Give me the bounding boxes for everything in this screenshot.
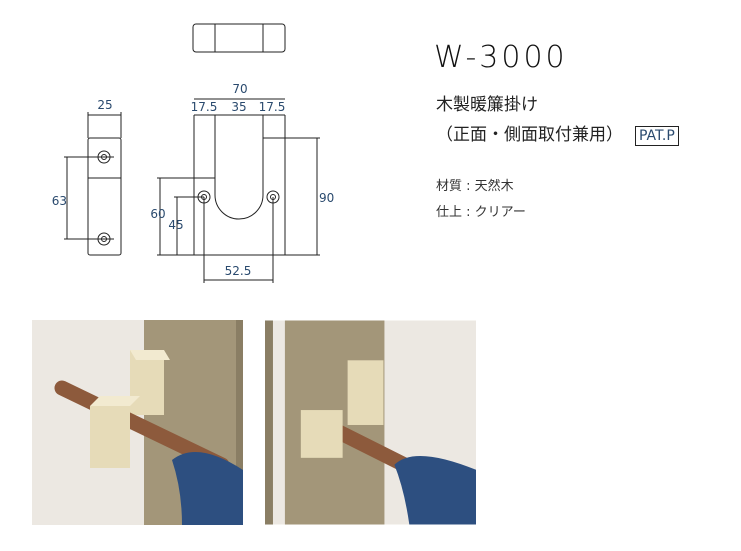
product-name: 木製暖簾掛け [436, 95, 538, 115]
product-usage-line: （正面・側面取付兼用） PAT.P [436, 120, 679, 146]
dim-short-height: 60 [150, 207, 165, 221]
dim-total-height: 90 [319, 191, 334, 205]
top-view [192, 23, 286, 53]
dim-right-arm: 17.5 [259, 100, 286, 114]
product-usage: （正面・側面取付兼用） [436, 125, 623, 145]
side-mount-photo [265, 320, 476, 525]
patent-badge: PAT.P [635, 126, 679, 146]
dim-hole-height: 45 [168, 218, 183, 232]
dim-slot: 35 [231, 100, 246, 114]
dim-hole-pitch-front: 52.5 [225, 264, 252, 278]
technical-drawing: 25 63 70 17.5 35 17.5 90 60 45 52.5 [52, 23, 334, 283]
dim-total-width: 70 [232, 82, 247, 96]
material-spec: 材質 : 天然木 [436, 179, 514, 194]
product-model: W-3000 [434, 40, 568, 75]
front-view [157, 98, 320, 283]
dim-side-width: 25 [97, 98, 112, 112]
dim-hole-pitch-side: 63 [52, 194, 67, 208]
side-view [64, 112, 122, 256]
finish-spec: 仕上 : クリアー [436, 205, 526, 220]
front-mount-photo [32, 320, 243, 525]
dim-left-arm: 17.5 [191, 100, 218, 114]
